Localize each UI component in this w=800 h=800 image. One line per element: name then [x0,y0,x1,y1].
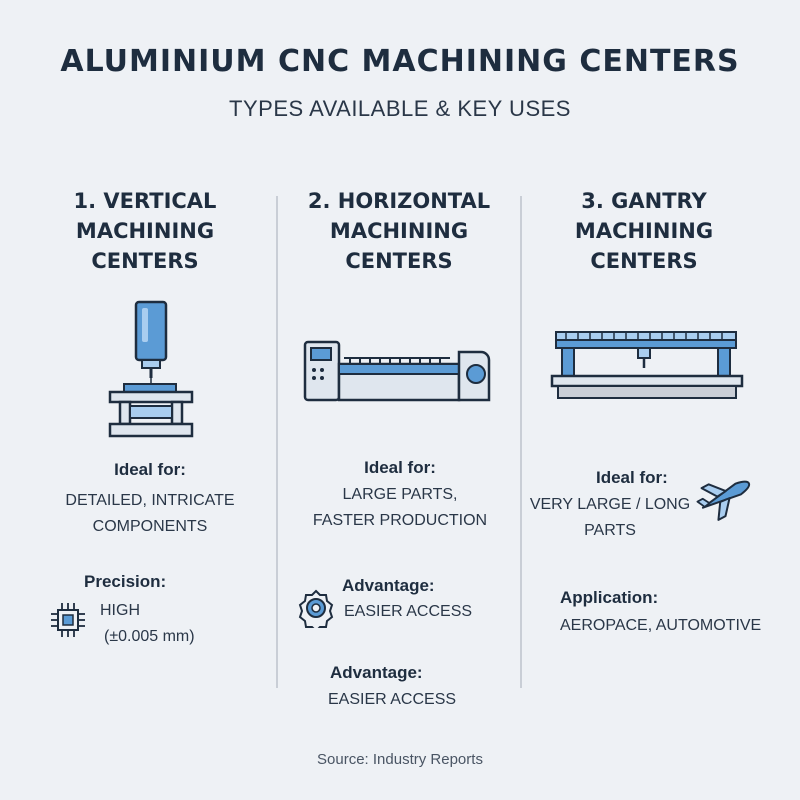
precision-label: Precision: [84,572,167,591]
ideal-for-value: LARGE PARTS, FASTER PRODUCTION [312,486,488,529]
column-divider [520,196,522,688]
column-divider [276,196,278,688]
column-title: 3. GANTRY MACHINING CENTERS [574,189,714,273]
advantage-value: EASIER ACCESS [344,603,473,620]
application-value: AEROPACE, AUTOMOTIVE [560,617,762,634]
advantage-value-secondary: EASIER ACCESS [328,691,457,708]
source-note: Source: Industry Reports [317,751,483,768]
application-label: Application: [560,588,659,607]
gantry-machine-icon [550,331,744,399]
ideal-for-value: DETAILED, INTRICATE COMPONENTS [65,492,235,535]
column-title: 1. VERTICAL MACHINING CENTERS [73,189,217,273]
advantage-label: Advantage: [342,576,435,595]
precision-value: HIGH (±0.005 mm) [100,602,195,645]
horizontal-machine-icon [303,340,491,402]
column-title: 2. HORIZONTAL MACHINING CENTERS [307,189,491,273]
advantage-label-secondary: Advantage: [330,663,423,682]
ideal-for-label: Ideal for: [364,458,436,477]
gear-icon [298,589,334,628]
airplane-icon [696,480,751,521]
ideal-for-value: VERY LARGE / LONG PARTS [529,496,691,539]
page-subtitle: TYPES AVAILABLE & KEY USES [229,96,571,121]
ideal-for-label: Ideal for: [114,460,186,479]
microchip-icon [51,603,85,637]
vertical-mill-icon [108,300,194,438]
page-title: ALUMINIUM CNC MACHINING CENTERS [60,44,740,79]
ideal-for-label: Ideal for: [596,468,668,487]
